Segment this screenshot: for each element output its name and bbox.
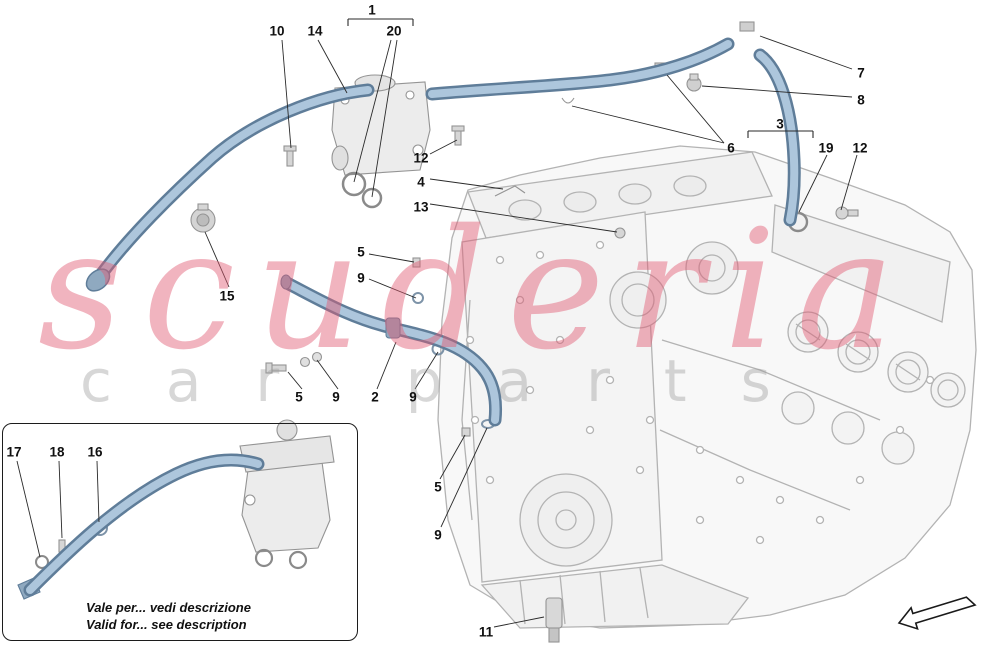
callout-number-9: 9 [357, 270, 365, 286]
callout-number-19: 19 [818, 140, 834, 156]
callout-number-10: 10 [269, 23, 285, 39]
inset-caption: Vale per... vedi descrizione Valid for..… [86, 599, 251, 633]
callout-number-12: 12 [852, 140, 868, 156]
callout-number-8: 8 [857, 92, 865, 108]
callout-number-9: 9 [409, 389, 417, 405]
callout-number-14: 14 [307, 23, 323, 39]
callout-number-17: 17 [6, 444, 22, 460]
callout-number-5: 5 [295, 389, 303, 405]
callout-number-7: 7 [857, 65, 865, 81]
callout-number-18: 18 [49, 444, 65, 460]
inset-variant-box [2, 423, 358, 641]
callout-number-3: 3 [776, 116, 784, 132]
callout-number-11: 11 [478, 624, 494, 640]
callout-number-4: 4 [417, 174, 425, 190]
callout-number-6: 6 [727, 140, 735, 156]
inset-caption-line-italian: Vale per... vedi descrizione [86, 600, 251, 615]
inset-caption-line-english: Valid for... see description [86, 617, 247, 632]
callout-number-13: 13 [413, 199, 429, 215]
callout-number-1: 1 [368, 2, 376, 18]
callout-number-15: 15 [219, 288, 235, 304]
callout-number-5: 5 [357, 244, 365, 260]
callout-number-12: 12 [413, 150, 429, 166]
callout-number-2: 2 [371, 389, 379, 405]
callout-number-9: 9 [434, 527, 442, 543]
callout-number-5: 5 [434, 479, 442, 495]
callout-number-16: 16 [87, 444, 103, 460]
callout-number-20: 20 [386, 23, 402, 39]
callout-number-9: 9 [332, 389, 340, 405]
